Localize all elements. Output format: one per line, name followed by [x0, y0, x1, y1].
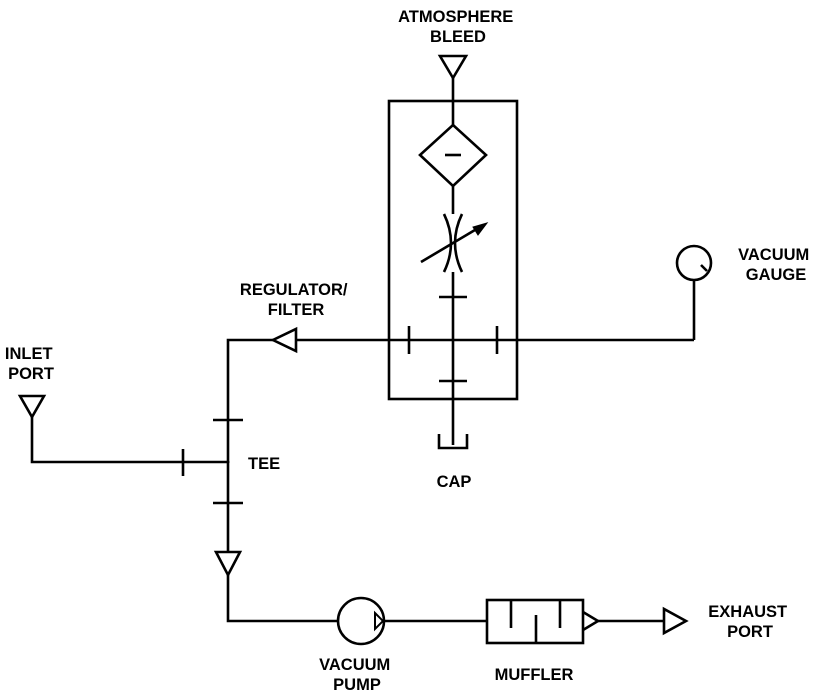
exhaust-port-arrow: [662, 606, 689, 636]
muffler-label: MUFFLER: [495, 666, 574, 684]
atmosphere-bleed-label: ATMOSPHERE BLEED: [398, 8, 518, 46]
cap-label: CAP: [437, 473, 472, 491]
pump-inlet-arrow: [213, 550, 243, 578]
filter-symbol: [418, 123, 488, 188]
vacuum-pump-symbol: [336, 596, 386, 646]
tee-junction: [226, 460, 230, 464]
vacuum-gauge-label-line2: GAUGE: [746, 266, 807, 284]
regulator-outlet-arrow: [269, 326, 298, 354]
vacuum-gauge-label: VACUUM GAUGE: [738, 246, 814, 284]
atmosphere-bleed-port: [437, 54, 469, 125]
inlet-port-label-line2: PORT: [8, 365, 54, 383]
vacuum-gauge-symbol: [675, 244, 713, 340]
exhaust-port-label: EXHAUST PORT: [708, 603, 791, 641]
vacuum-pump-label-line1: VACUUM: [319, 656, 390, 674]
vacuum-pump-label-line2: PUMP: [333, 676, 381, 694]
regulator-filter-label-line1: REGULATOR/: [240, 281, 348, 299]
atmosphere-bleed-label-line1: ATMOSPHERE: [398, 8, 513, 26]
vacuum-pump-label: VACUUM PUMP: [319, 656, 395, 694]
regulator-to-tee-line: [226, 338, 273, 552]
exhaust-port-label-line1: EXHAUST: [708, 603, 787, 621]
muffler-symbol: [485, 598, 601, 645]
tee-to-pump-line: [226, 575, 338, 623]
tee-label: TEE: [248, 455, 280, 473]
regulator-filter-label-line2: FILTER: [268, 301, 325, 319]
regulator-filter-label: REGULATOR/ FILTER: [240, 281, 352, 319]
cap-symbol: [437, 434, 469, 450]
exhaust-port-label-line2: PORT: [727, 623, 773, 641]
inlet-port-label: INLET PORT: [5, 345, 57, 383]
inlet-port-label-line1: INLET: [5, 345, 53, 363]
inlet-port: [17, 394, 228, 476]
variable-restrictor-symbol: [420, 213, 489, 273]
atmosphere-bleed-label-line2: BLEED: [430, 28, 486, 46]
vacuum-gauge-label-line1: VACUUM: [738, 246, 809, 264]
